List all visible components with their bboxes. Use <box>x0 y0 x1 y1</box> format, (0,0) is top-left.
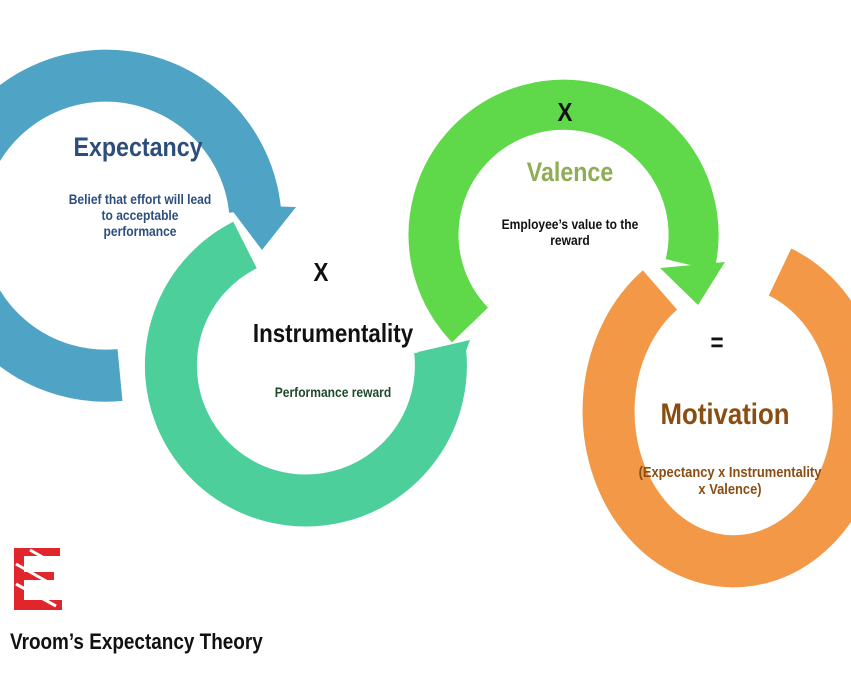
instrumentality-description: Performance reward <box>274 384 392 400</box>
diagram-title: Vroom’s Expectancy Theory <box>10 629 263 654</box>
valence-heading: Valence <box>526 157 614 187</box>
multiply-operator-1: X <box>313 257 329 287</box>
instrumentality-arc <box>144 221 467 527</box>
multiply-operator-2: X <box>557 97 573 127</box>
stylized-e-logo-icon <box>14 548 63 610</box>
expectancy-arc <box>0 49 281 402</box>
motivation-formula: (Expectancy x Instrumentality x Valence) <box>638 464 822 499</box>
instrumentality-heading: Instrumentality <box>252 318 414 348</box>
expectancy-description: Belief that effort will lead to acceptab… <box>68 191 212 240</box>
expectancy-arrowhead <box>228 205 296 250</box>
motivation-heading: Motivation <box>660 398 790 431</box>
valence-arc <box>408 79 719 343</box>
valence-description: Employee’s value to the reward <box>501 216 639 249</box>
equals-operator: = <box>710 327 724 357</box>
expectancy-heading: Expectancy <box>73 132 203 162</box>
valence-arrowhead <box>660 262 725 305</box>
instrumentality-arrowhead <box>418 340 470 395</box>
